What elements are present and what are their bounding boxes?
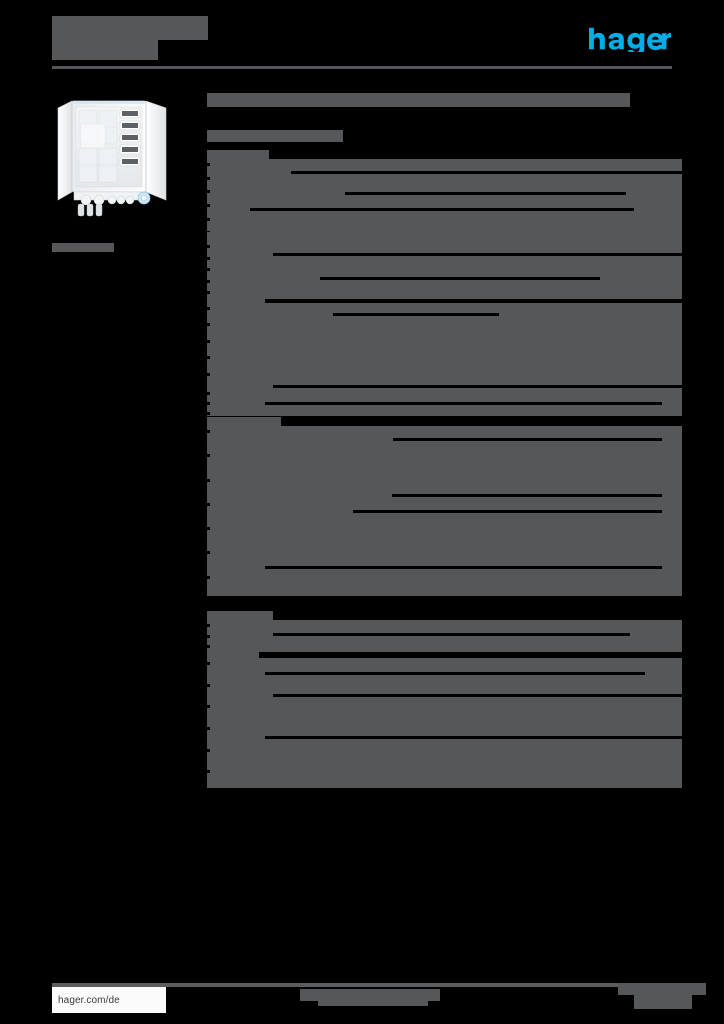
spec-group-caption xyxy=(207,611,273,622)
spec-row-separator xyxy=(320,277,600,280)
spec-row-tick xyxy=(207,356,210,360)
spec-row-tick xyxy=(207,634,210,638)
spec-row-separator xyxy=(273,694,682,697)
spec-row-separator xyxy=(265,566,662,569)
spec-row-tick xyxy=(207,163,210,166)
spec-row-tick xyxy=(207,256,210,260)
spec-row-tick xyxy=(207,402,210,405)
spec-row-separator xyxy=(250,208,634,211)
spec-row-tick xyxy=(207,412,210,415)
spec-row-tick xyxy=(207,770,210,774)
spec-row-separator xyxy=(333,313,499,316)
product-image xyxy=(52,88,192,228)
spec-row-separator xyxy=(393,438,662,441)
spec-row-separator xyxy=(353,510,662,513)
footer-page-number-secondary xyxy=(634,995,692,1009)
spec-row-tick xyxy=(207,430,210,433)
spec-row-tick xyxy=(207,190,210,194)
header-divider xyxy=(52,66,672,69)
figure-caption xyxy=(52,243,114,252)
spec-row-tick xyxy=(207,392,210,395)
footer-url: hager.com/de xyxy=(58,994,120,1006)
header-title-line2 xyxy=(52,40,158,60)
spec-group xyxy=(207,303,682,385)
footer-divider xyxy=(52,983,672,987)
spec-row-tick xyxy=(207,307,210,310)
spec-group xyxy=(207,620,682,652)
spec-row-tick xyxy=(207,323,210,327)
footer-page-number xyxy=(618,983,706,995)
spec-group-caption xyxy=(207,150,269,161)
spec-group-caption xyxy=(207,232,261,243)
spec-row-tick xyxy=(207,454,210,458)
spec-row-separator xyxy=(273,633,630,636)
spec-row-separator xyxy=(345,192,626,195)
spec-row-tick xyxy=(207,279,210,283)
spec-group-caption xyxy=(207,294,265,305)
spec-row-tick xyxy=(207,705,210,709)
spec-row-tick xyxy=(207,478,210,482)
page-header xyxy=(0,0,724,72)
spec-row-tick xyxy=(207,624,210,627)
hager-logo[interactable] xyxy=(588,26,672,52)
spec-row-tick xyxy=(207,204,210,207)
footer-url-box[interactable]: hager.com/de xyxy=(52,987,166,1013)
footer-center-text xyxy=(300,989,440,1001)
spec-row-tick xyxy=(207,727,210,730)
spec-group-caption xyxy=(207,417,281,428)
spec-row-tick xyxy=(207,683,210,687)
spec-row-tick xyxy=(207,645,210,649)
spec-group-caption xyxy=(207,379,273,390)
spec-group-caption xyxy=(207,649,259,660)
header-title-line1 xyxy=(52,16,208,40)
document-subtitle xyxy=(207,130,343,142)
spec-row-tick xyxy=(207,245,210,248)
spec-row-tick xyxy=(207,502,210,506)
spec-row-separator xyxy=(265,736,682,739)
footer-center-subtext xyxy=(318,1001,428,1006)
spec-row-tick xyxy=(207,662,210,665)
spec-row-tick xyxy=(207,372,210,376)
document-title xyxy=(207,93,630,107)
spec-row-separator xyxy=(265,672,645,675)
spec-row-separator xyxy=(392,494,662,497)
spec-row-tick xyxy=(207,748,210,752)
spec-row-tick xyxy=(207,291,210,295)
spec-row-tick xyxy=(207,575,210,579)
spec-row-tick xyxy=(207,527,210,531)
spec-group xyxy=(207,658,682,788)
spec-group xyxy=(207,241,682,299)
spec-row-separator xyxy=(291,171,682,174)
spec-row-tick xyxy=(207,551,210,555)
spec-row-tick xyxy=(207,339,210,343)
spec-row-tick xyxy=(207,176,210,180)
spec-row-tick xyxy=(207,268,210,272)
spec-row-separator xyxy=(273,253,682,256)
spec-row-separator xyxy=(265,402,662,405)
spec-row-tick xyxy=(207,217,210,221)
